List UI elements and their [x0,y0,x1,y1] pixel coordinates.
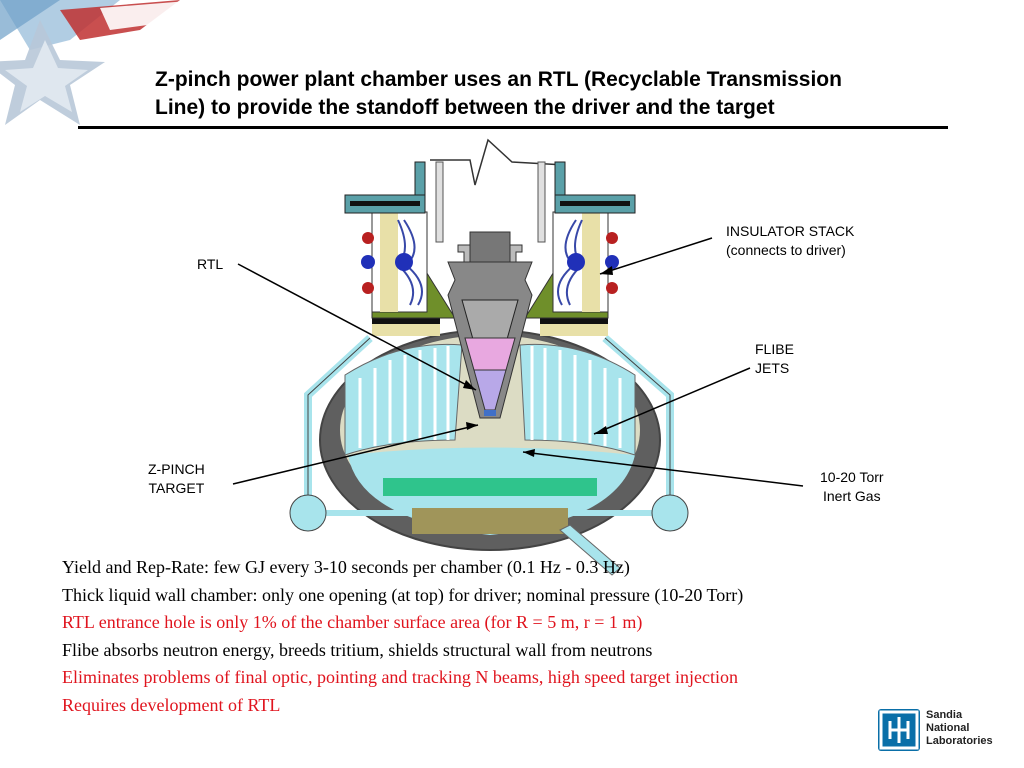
flag-star-graphic [0,0,200,125]
flibe-jets-left [344,343,463,456]
green-plate [383,478,597,496]
bullet-2: RTL entrance hole is only 1% of the cham… [62,612,643,632]
frame-node-right [651,494,689,532]
z-pinch-target [464,337,516,371]
insulator-stack-right [552,211,619,313]
label-z-pinch-target-line2: TARGET [148,480,205,496]
leader-rtl [237,263,477,391]
slide-title-line2: Line) to provide the standoff between th… [155,96,775,119]
label-inert-gas-line1: 10-20 Torr [820,469,884,485]
flibe-jets-right [519,343,636,456]
sandia-logo-text: Sandia National Laboratories [926,709,996,748]
leader-target [232,424,479,485]
title-underline [78,126,948,129]
label-flibe-jets: FLIBE JETS [755,340,794,378]
bullet-list: Yield and Rep-Rate: few GJ every 3-10 se… [62,554,1012,719]
sandia-logo-line1: Sandia [926,709,963,721]
label-insulator-stack-line2: (connects to driver) [726,242,846,258]
insulator-stack-left [361,211,428,313]
frame-node-left [289,494,327,532]
label-inert-gas-line2: Inert Gas [822,488,881,504]
bullet-3: Flibe absorbs neutron energy, breeds tri… [62,639,653,660]
label-insulator-stack: INSULATOR STACK (connects to driver) [726,222,854,260]
label-flibe-jets-line2: JETS [755,360,790,376]
bullet-4: Eliminates problems of final optic, poin… [62,667,739,687]
label-z-pinch-target: Z-PINCH TARGET [148,460,205,498]
bullet-0: Yield and Rep-Rate: few GJ every 3-10 se… [62,557,630,577]
bullet-1: Thick liquid wall chamber: only one open… [62,584,744,605]
slide-title: Z-pinch power plant chamber uses an RTL … [155,66,1015,122]
label-flibe-jets-line1: FLIBE [755,341,794,357]
label-rtl-line1: RTL [197,256,224,272]
driver-break-line [430,138,566,186]
sandia-logo-line2: National [926,722,970,734]
label-rtl: RTL [197,255,223,274]
drain-pipe [559,524,621,576]
bullet-5: Requires development of RTL [62,694,281,715]
sandia-logo-line3: Laboratories [926,735,993,747]
leader-gas [522,451,804,487]
label-inert-gas: 10-20 Torr Inert Gas [820,468,884,506]
slide-title-line1: Z-pinch power plant chamber uses an RTL … [155,68,842,91]
leader-insulator [599,237,713,275]
sump [412,508,568,534]
label-insulator-stack-line1: INSULATOR STACK [726,223,855,239]
label-z-pinch-target-line1: Z-PINCH [148,461,205,477]
sandia-logo: Sandia National Laboratories [878,707,993,753]
sandia-thunderbird-icon [878,709,920,751]
leader-flibe [593,367,751,435]
